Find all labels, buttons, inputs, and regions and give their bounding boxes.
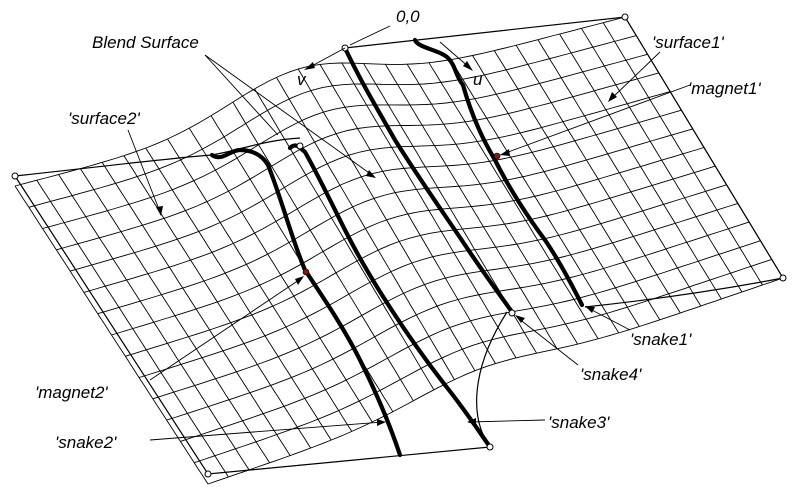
leader-lines — [127, 25, 691, 441]
mesh-line-across — [138, 184, 727, 378]
surface2-label: 'surface2' — [68, 109, 140, 128]
corner-handle — [779, 274, 787, 282]
snake-endpoint — [508, 309, 516, 317]
snake1-leader — [587, 307, 631, 331]
blend-surface-label: Blend Surface — [92, 33, 199, 52]
surface1-arrowhead — [608, 92, 617, 102]
magnet1-label: 'magnet1' — [688, 79, 761, 98]
origin-label: 0,0 — [396, 7, 420, 26]
mesh-line-across — [56, 72, 660, 251]
snake2-label: 'snake2' — [55, 433, 117, 452]
surface-boundary — [14, 16, 784, 475]
snake-curve-4 — [342, 45, 515, 315]
magnet1-point — [493, 152, 501, 160]
magnet2-leader — [149, 277, 303, 381]
mesh-line-across — [152, 202, 739, 400]
mesh-line-across — [194, 258, 772, 464]
corner-handle — [204, 470, 212, 478]
snake-curve-3 — [287, 143, 493, 450]
mesh-line-across — [28, 35, 637, 208]
v-axis-label: v — [297, 70, 307, 89]
surface2-arrowhead — [156, 206, 163, 216]
magnet2-point — [302, 268, 310, 276]
blend-surface-leader — [204, 54, 373, 176]
snake-curve-2 — [209, 147, 403, 458]
magnet1-arrowhead — [500, 149, 510, 156]
snake1-label: 'snake1' — [630, 330, 692, 349]
mesh-line-across — [97, 128, 693, 315]
mesh-line-across — [83, 109, 682, 293]
blend-surface-leader-2 — [204, 54, 279, 136]
snake-endpoint — [486, 443, 494, 451]
snake1-arrowhead — [585, 306, 595, 313]
mesh-line-across — [207, 277, 784, 485]
snake4-arrowhead — [515, 315, 525, 323]
corner-handles — [11, 13, 787, 478]
snake3-arrowhead — [467, 418, 476, 425]
mesh-line-across — [42, 53, 648, 229]
snake3-leader — [469, 419, 546, 423]
snake-curve-1 — [412, 37, 585, 308]
u-axis-label: u — [473, 70, 483, 89]
v-arrowhead — [304, 62, 315, 70]
surface1-leader — [611, 51, 661, 99]
snake4-leader — [517, 317, 579, 366]
snake4-label: 'snake4' — [580, 365, 642, 384]
mesh-line-across — [69, 91, 671, 272]
mesh-line-across — [166, 221, 750, 421]
snake2-arrowhead — [377, 419, 386, 426]
origin-leader — [349, 25, 391, 46]
u-arrowhead — [463, 61, 473, 71]
corner-handle — [11, 172, 19, 180]
mesh-line-across — [111, 147, 705, 336]
magnet2-label: 'magnet2' — [35, 383, 108, 402]
mesh-line-across — [180, 240, 761, 442]
surface2-leader — [127, 129, 161, 213]
snake-endpoint — [296, 142, 304, 150]
magnet1-leader — [499, 84, 691, 156]
surface1-label: 'surface1' — [652, 33, 724, 52]
corner-handle — [621, 13, 629, 21]
mesh-line-across — [14, 16, 626, 187]
mesh-line-across — [125, 165, 716, 357]
magnet2-arrowhead — [295, 276, 304, 285]
snake3-label: 'snake3' — [548, 413, 610, 432]
snake2-leader — [149, 421, 384, 441]
v-axis-arrow — [307, 47, 346, 69]
blend-surface-arrowhead — [366, 170, 376, 178]
